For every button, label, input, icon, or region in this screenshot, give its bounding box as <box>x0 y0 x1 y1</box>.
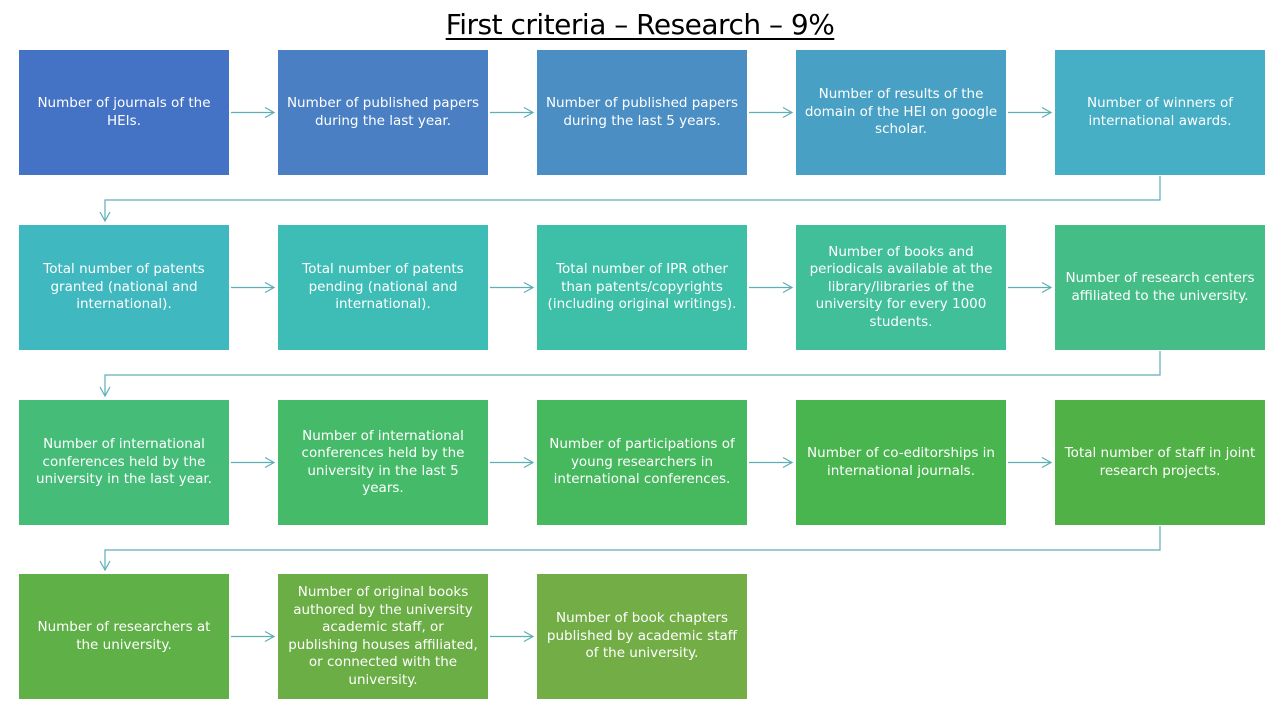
criteria-box-label: Number of researchers at the university. <box>37 619 211 653</box>
criteria-box-label: Number of published papers during the la… <box>545 95 739 129</box>
criteria-box: Number of books and periodicals availabl… <box>796 225 1006 350</box>
criteria-box-label: Total number of staff in joint research … <box>1064 445 1256 479</box>
criteria-box-label: Number of co-editorships in internationa… <box>807 445 995 479</box>
criteria-box: Number of published papers during the la… <box>537 50 747 175</box>
criteria-box-label: Number of winners of international award… <box>1087 95 1233 129</box>
criteria-box: Number of original books authored by the… <box>278 574 488 699</box>
criteria-box-label: Number of participations of young resear… <box>549 436 735 488</box>
criteria-box: Number of published papers during the la… <box>278 50 488 175</box>
criteria-box-label: Total number of patents granted (nationa… <box>43 261 205 313</box>
criteria-box-label: Total number of patents pending (nationa… <box>302 261 464 313</box>
row-wrap-connector <box>99 351 1161 398</box>
criteria-box-label: Number of research centers affiliated to… <box>1065 270 1255 304</box>
criteria-box-label: Number of books and periodicals availabl… <box>809 243 993 330</box>
criteria-box: Number of researchers at the university. <box>19 574 229 699</box>
criteria-box-label: Number of international conferences held… <box>36 436 212 488</box>
row-wrap-connector <box>99 526 1161 572</box>
row-wrap-connector <box>99 176 1161 223</box>
criteria-box: Total number of IPR other than patents/c… <box>537 225 747 350</box>
page-title: First criteria – Research – 9% <box>445 8 835 41</box>
criteria-box: Number of international conferences held… <box>278 400 488 525</box>
criteria-box-label: Number of published papers during the la… <box>286 95 480 129</box>
criteria-box-label: Number of journals of the HEIs. <box>37 95 211 129</box>
criteria-box: Number of international conferences held… <box>19 400 229 525</box>
criteria-box: Number of winners of international award… <box>1055 50 1265 175</box>
criteria-box: Total number of staff in joint research … <box>1055 400 1265 525</box>
criteria-box-label: Number of original books authored by the… <box>288 584 478 688</box>
criteria-box: Number of research centers affiliated to… <box>1055 225 1265 350</box>
criteria-box: Number of co-editorships in internationa… <box>796 400 1006 525</box>
criteria-box: Total number of patents pending (nationa… <box>278 225 488 350</box>
criteria-box-label: Number of international conferences held… <box>301 427 465 497</box>
criteria-box: Total number of patents granted (nationa… <box>19 225 229 350</box>
criteria-box: Number of journals of the HEIs. <box>19 50 229 175</box>
criteria-box-label: Number of results of the domain of the H… <box>804 86 998 138</box>
criteria-box-label: Number of book chapters published by aca… <box>546 610 738 662</box>
criteria-box: Number of participations of young resear… <box>537 400 747 525</box>
criteria-box: Number of results of the domain of the H… <box>796 50 1006 175</box>
criteria-box: Number of book chapters published by aca… <box>537 574 747 699</box>
criteria-box-label: Total number of IPR other than patents/c… <box>547 261 737 313</box>
